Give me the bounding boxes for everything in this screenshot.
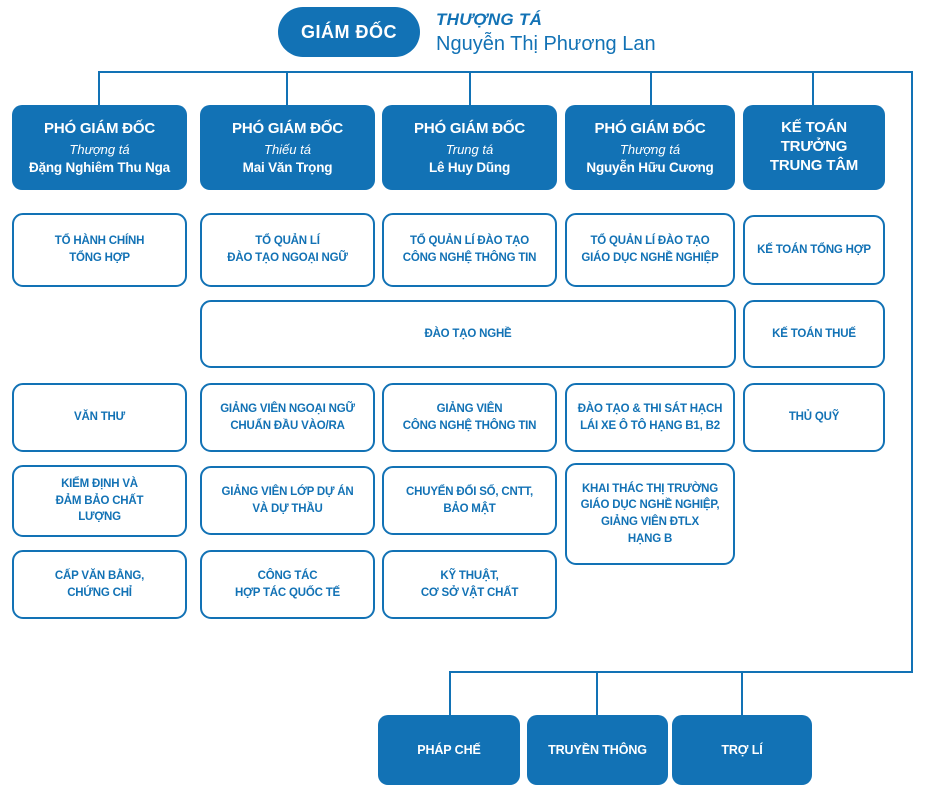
unit-dao-tao-nghe-span: ĐÀO TẠO NGHỀ — [200, 300, 736, 368]
deputy-name: Lê Huy Dũng — [428, 159, 511, 175]
unit-to-quan-li-ngoai-ngu: TỔ QUẢN LÍ ĐÀO TẠO NGOẠI NGỮ — [200, 213, 375, 287]
unit-hop-tac-quoc-te: CÔNG TÁC HỢP TÁC QUỐC TẾ — [200, 550, 375, 619]
connector-drop-accountant — [812, 71, 814, 105]
deputy-rank: Thượng tá — [69, 141, 130, 157]
deputy-title: PHÓ GIÁM ĐỐC — [594, 120, 706, 138]
connector-drop-deputy-2 — [286, 71, 288, 105]
unit-kiem-dinh: KIỂM ĐỊNH VÀ ĐẢM BẢO CHẤT LƯỢNG — [12, 465, 187, 537]
deputy-node-3: PHÓ GIÁM ĐỐC Trung tá Lê Huy Dũng — [382, 105, 557, 190]
connector-drop-assistant — [741, 671, 743, 715]
connector-right-vertical — [911, 71, 913, 673]
deputy-title: PHÓ GIÁM ĐỐC — [44, 120, 155, 138]
connector-drop-deputy-4 — [650, 71, 652, 105]
unit-truyen-thong: TRUYỀN THÔNG — [527, 715, 668, 785]
deputy-name: Nguyễn Hữu Cương — [586, 159, 714, 175]
deputy-node-2: PHÓ GIÁM ĐỐC Thiếu tá Mai Văn Trọng — [200, 105, 375, 190]
unit-giang-vien-du-an: GIẢNG VIÊN LỚP DỰ ÁN VÀ DỰ THẦU — [200, 466, 375, 535]
unit-ke-toan-tong-hop: KẾ TOÁN TỔNG HỢP — [743, 215, 885, 285]
unit-to-quan-li-cntt: TỔ QUẢN LÍ ĐÀO TẠO CÔNG NGHỆ THÔNG TIN — [382, 213, 557, 287]
unit-to-quan-li-gdnn: TỔ QUẢN LÍ ĐÀO TẠO GIÁO DỤC NGHỀ NGHIỆP — [565, 213, 735, 287]
unit-van-thu: VĂN THƯ — [12, 383, 187, 452]
connector-top-horizontal — [98, 71, 913, 73]
connector-drop-deputy-3 — [469, 71, 471, 105]
unit-chuyen-doi-so: CHUYỂN ĐỔI SỐ, CNTT, BẢO MẬT — [382, 466, 557, 535]
unit-tro-li: TRỢ LÍ — [672, 715, 812, 785]
deputy-name: Mai Văn Trọng — [242, 159, 333, 175]
deputy-rank: Thượng tá — [619, 141, 681, 157]
unit-giang-vien-cntt: GIẢNG VIÊN CÔNG NGHỆ THÔNG TIN — [382, 383, 557, 452]
chief-accountant-title: KẾ TOÁN TRƯỞNG TRUNG TÂM — [769, 119, 859, 174]
unit-ky-thuat: KỸ THUẬT, CƠ SỞ VẬT CHẤT — [382, 550, 557, 619]
connector-bottom-horizontal — [449, 671, 913, 673]
deputy-title: PHÓ GIÁM ĐỐC — [414, 120, 525, 138]
deputy-rank: Thiếu tá — [264, 141, 311, 157]
unit-thu-quy: THỦ QUỸ — [743, 383, 885, 452]
unit-to-hanh-chinh: TỔ HÀNH CHÍNH TỔNG HỢP — [12, 213, 187, 287]
director-role-label: GIÁM ĐỐC — [301, 21, 397, 42]
deputy-name: Đặng Nghiêm Thu Nga — [29, 159, 170, 175]
connector-drop-deputy-1 — [98, 71, 100, 105]
director-node: GIÁM ĐỐC — [278, 7, 420, 57]
deputy-node-4: PHÓ GIÁM ĐỐC Thượng tá Nguyễn Hữu Cương — [565, 105, 735, 190]
chief-accountant-node: KẾ TOÁN TRƯỞNG TRUNG TÂM — [743, 105, 885, 190]
connector-drop-media — [596, 671, 598, 715]
unit-khai-thac-thi-truong: KHAI THÁC THỊ TRƯỜNG GIÁO DỤC NGHỀ NGHIỆ… — [565, 463, 735, 565]
deputy-node-1: PHÓ GIÁM ĐỐC Thượng tá Đặng Nghiêm Thu N… — [12, 105, 187, 190]
director-name: Nguyễn Thị Phương Lan — [436, 33, 656, 56]
connector-drop-legal — [449, 671, 451, 715]
unit-dao-tao-sat-hach: ĐÀO TẠO & THI SÁT HẠCH LÁI XE Ô TÔ HẠNG … — [565, 383, 735, 452]
deputy-rank: Trung tá — [445, 141, 494, 157]
unit-giang-vien-ngoai-ngu: GIẢNG VIÊN NGOẠI NGỮ CHUẨN ĐẦU VÀO/RA — [200, 383, 375, 452]
deputy-title: PHÓ GIÁM ĐỐC — [232, 120, 343, 138]
director-rank: THƯỢNG TÁ — [436, 10, 543, 29]
unit-phap-che: PHÁP CHẾ — [378, 715, 520, 785]
director-info: THƯỢNG TÁ Nguyễn Thị Phương Lan — [436, 10, 656, 56]
unit-ke-toan-thue: KẾ TOÁN THUẾ — [743, 300, 885, 368]
unit-cap-van-bang: CẤP VĂN BẰNG, CHỨNG CHỈ — [12, 550, 187, 619]
